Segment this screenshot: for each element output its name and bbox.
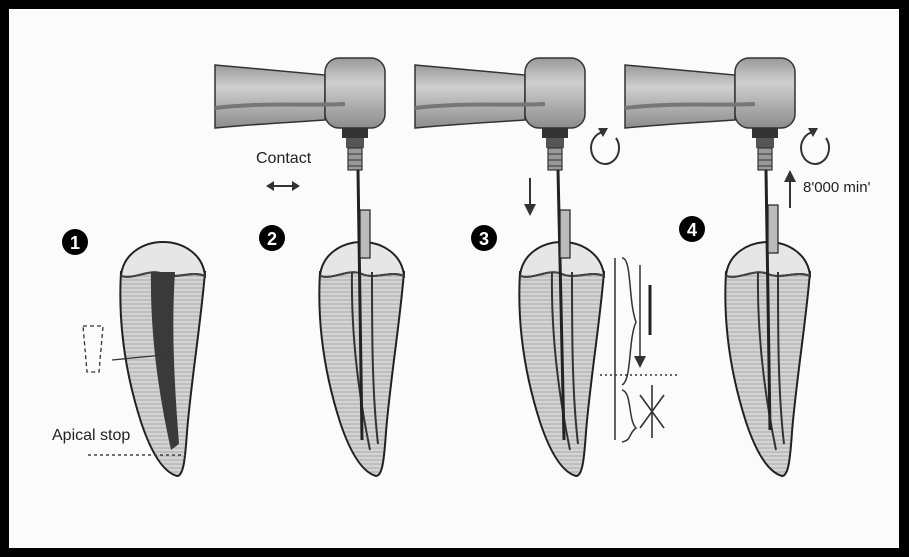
svg-text:1: 1 (70, 233, 80, 253)
step-4-number-badge: 4 (679, 216, 705, 242)
tooth-1 (120, 242, 205, 476)
step-2: 2 Contact (215, 58, 404, 476)
speed-label: 8'000 min' (803, 179, 871, 196)
svg-text:3: 3 (479, 229, 489, 249)
cross-icon (640, 385, 664, 438)
up-arrow-icon (784, 170, 796, 208)
step-1-number-badge: 1 (62, 229, 88, 255)
handpiece-3 (415, 58, 585, 170)
guide-line (634, 265, 650, 368)
down-arrow-icon (524, 178, 536, 216)
step-2-number-badge: 2 (259, 225, 285, 251)
svg-text:4: 4 (687, 220, 697, 240)
double-arrow-icon (266, 181, 300, 191)
contact-label: Contact (256, 150, 312, 167)
file-taper-icon (83, 326, 103, 372)
rotation-icon (801, 128, 829, 164)
svg-text:2: 2 (267, 229, 277, 249)
step-3-number-badge: 3 (471, 225, 497, 251)
step-1: 1 Apical stop (52, 229, 205, 476)
handpiece-4 (625, 58, 795, 170)
step-4: 4 8'000 min' (625, 58, 871, 476)
rotation-icon (591, 128, 619, 164)
apical-stop-label: Apical stop (52, 427, 130, 444)
